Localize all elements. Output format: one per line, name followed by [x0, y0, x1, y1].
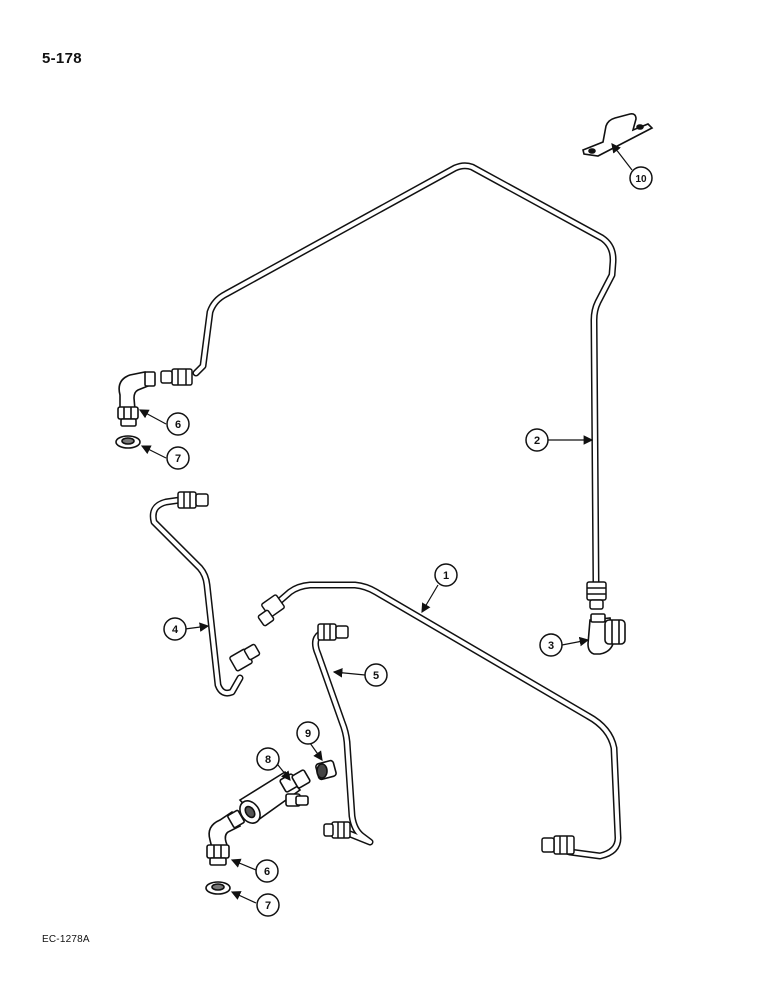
svg-text:7: 7 [265, 900, 271, 912]
callout-8: 8 [256, 747, 280, 771]
seal-ring-icon [115, 435, 141, 449]
nut-fitting-icon [177, 491, 209, 509]
svg-text:10: 10 [635, 174, 647, 185]
nut-fitting-icon [160, 368, 193, 386]
elbow-fitting-icon [587, 613, 626, 655]
cap-icon [315, 759, 337, 781]
tube-part-4 [149, 496, 244, 697]
callout-7-upper: 7 [166, 446, 190, 470]
tube-part-2 [192, 162, 617, 589]
svg-text:6: 6 [264, 866, 270, 878]
page-number: 5-178 [42, 50, 82, 67]
svg-text:9: 9 [305, 728, 311, 740]
svg-text:4: 4 [172, 624, 179, 636]
callout-5: 5 [364, 663, 388, 687]
tube-part-1 [271, 581, 622, 860]
callout-6-lower: 6 [255, 859, 279, 883]
svg-text:6: 6 [175, 419, 181, 431]
seal-ring-icon [205, 881, 231, 895]
svg-text:8: 8 [265, 754, 271, 766]
nut-fitting-icon [541, 835, 575, 855]
callout-10: 10 [629, 166, 653, 190]
tee-fitting-icon [238, 769, 311, 824]
callout-6-upper: 6 [166, 412, 190, 436]
callout-4: 4 [163, 617, 187, 641]
callout-3: 3 [539, 633, 563, 657]
clamp-icon [582, 113, 654, 157]
figure-code: EC-1278A [42, 934, 90, 945]
nut-fitting-icon [586, 581, 607, 610]
nut-fitting-icon [257, 594, 285, 627]
nut-fitting-icon [323, 821, 351, 839]
nut-fitting-icon [317, 623, 349, 641]
svg-text:7: 7 [175, 453, 181, 465]
svg-text:1: 1 [443, 570, 449, 582]
nut-fitting-icon [229, 643, 261, 672]
svg-text:3: 3 [548, 640, 554, 652]
elbow-fitting-icon [117, 371, 156, 427]
callout-7-lower: 7 [256, 893, 280, 917]
callout-9: 9 [296, 721, 320, 745]
tube-part-5 [311, 628, 374, 846]
svg-text:2: 2 [534, 435, 540, 447]
callout-1: 1 [434, 563, 458, 587]
svg-text:5: 5 [373, 670, 379, 682]
leader-lines [138, 143, 633, 904]
callout-2: 2 [525, 428, 549, 452]
elbow-fitting-icon [206, 809, 245, 866]
